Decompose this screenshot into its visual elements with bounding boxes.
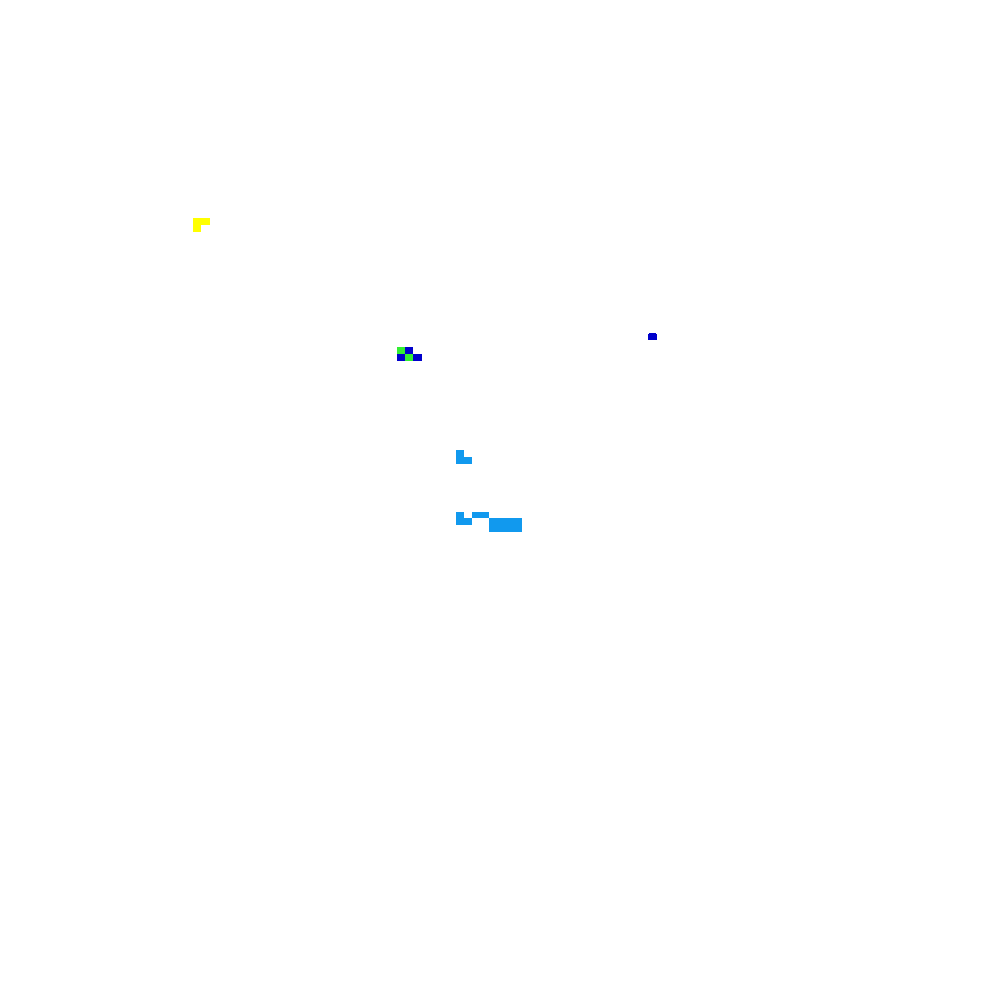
- blue-cell: [648, 334, 657, 340]
- cyan-cell: [489, 518, 522, 532]
- cyan-cell: [456, 518, 472, 525]
- green-cell: [397, 347, 405, 354]
- green-cell: [405, 354, 413, 361]
- blue-cell: [397, 354, 405, 361]
- blue-dot: [648, 333, 657, 340]
- cyan-l-shape: [456, 450, 472, 464]
- blue-cell: [649, 333, 656, 334]
- cyan-cell: [472, 512, 489, 518]
- blue-cell: [405, 347, 413, 354]
- yellow-cell: [193, 225, 201, 232]
- cyan-group: [456, 512, 522, 532]
- green-blue-cluster: [397, 347, 422, 361]
- cyan-cell: [456, 457, 472, 464]
- cyan-cell: [456, 450, 464, 457]
- blue-cell: [413, 354, 422, 361]
- cyan-cell: [456, 512, 464, 518]
- yellow-cell: [193, 218, 210, 225]
- yellow-block: [193, 218, 210, 232]
